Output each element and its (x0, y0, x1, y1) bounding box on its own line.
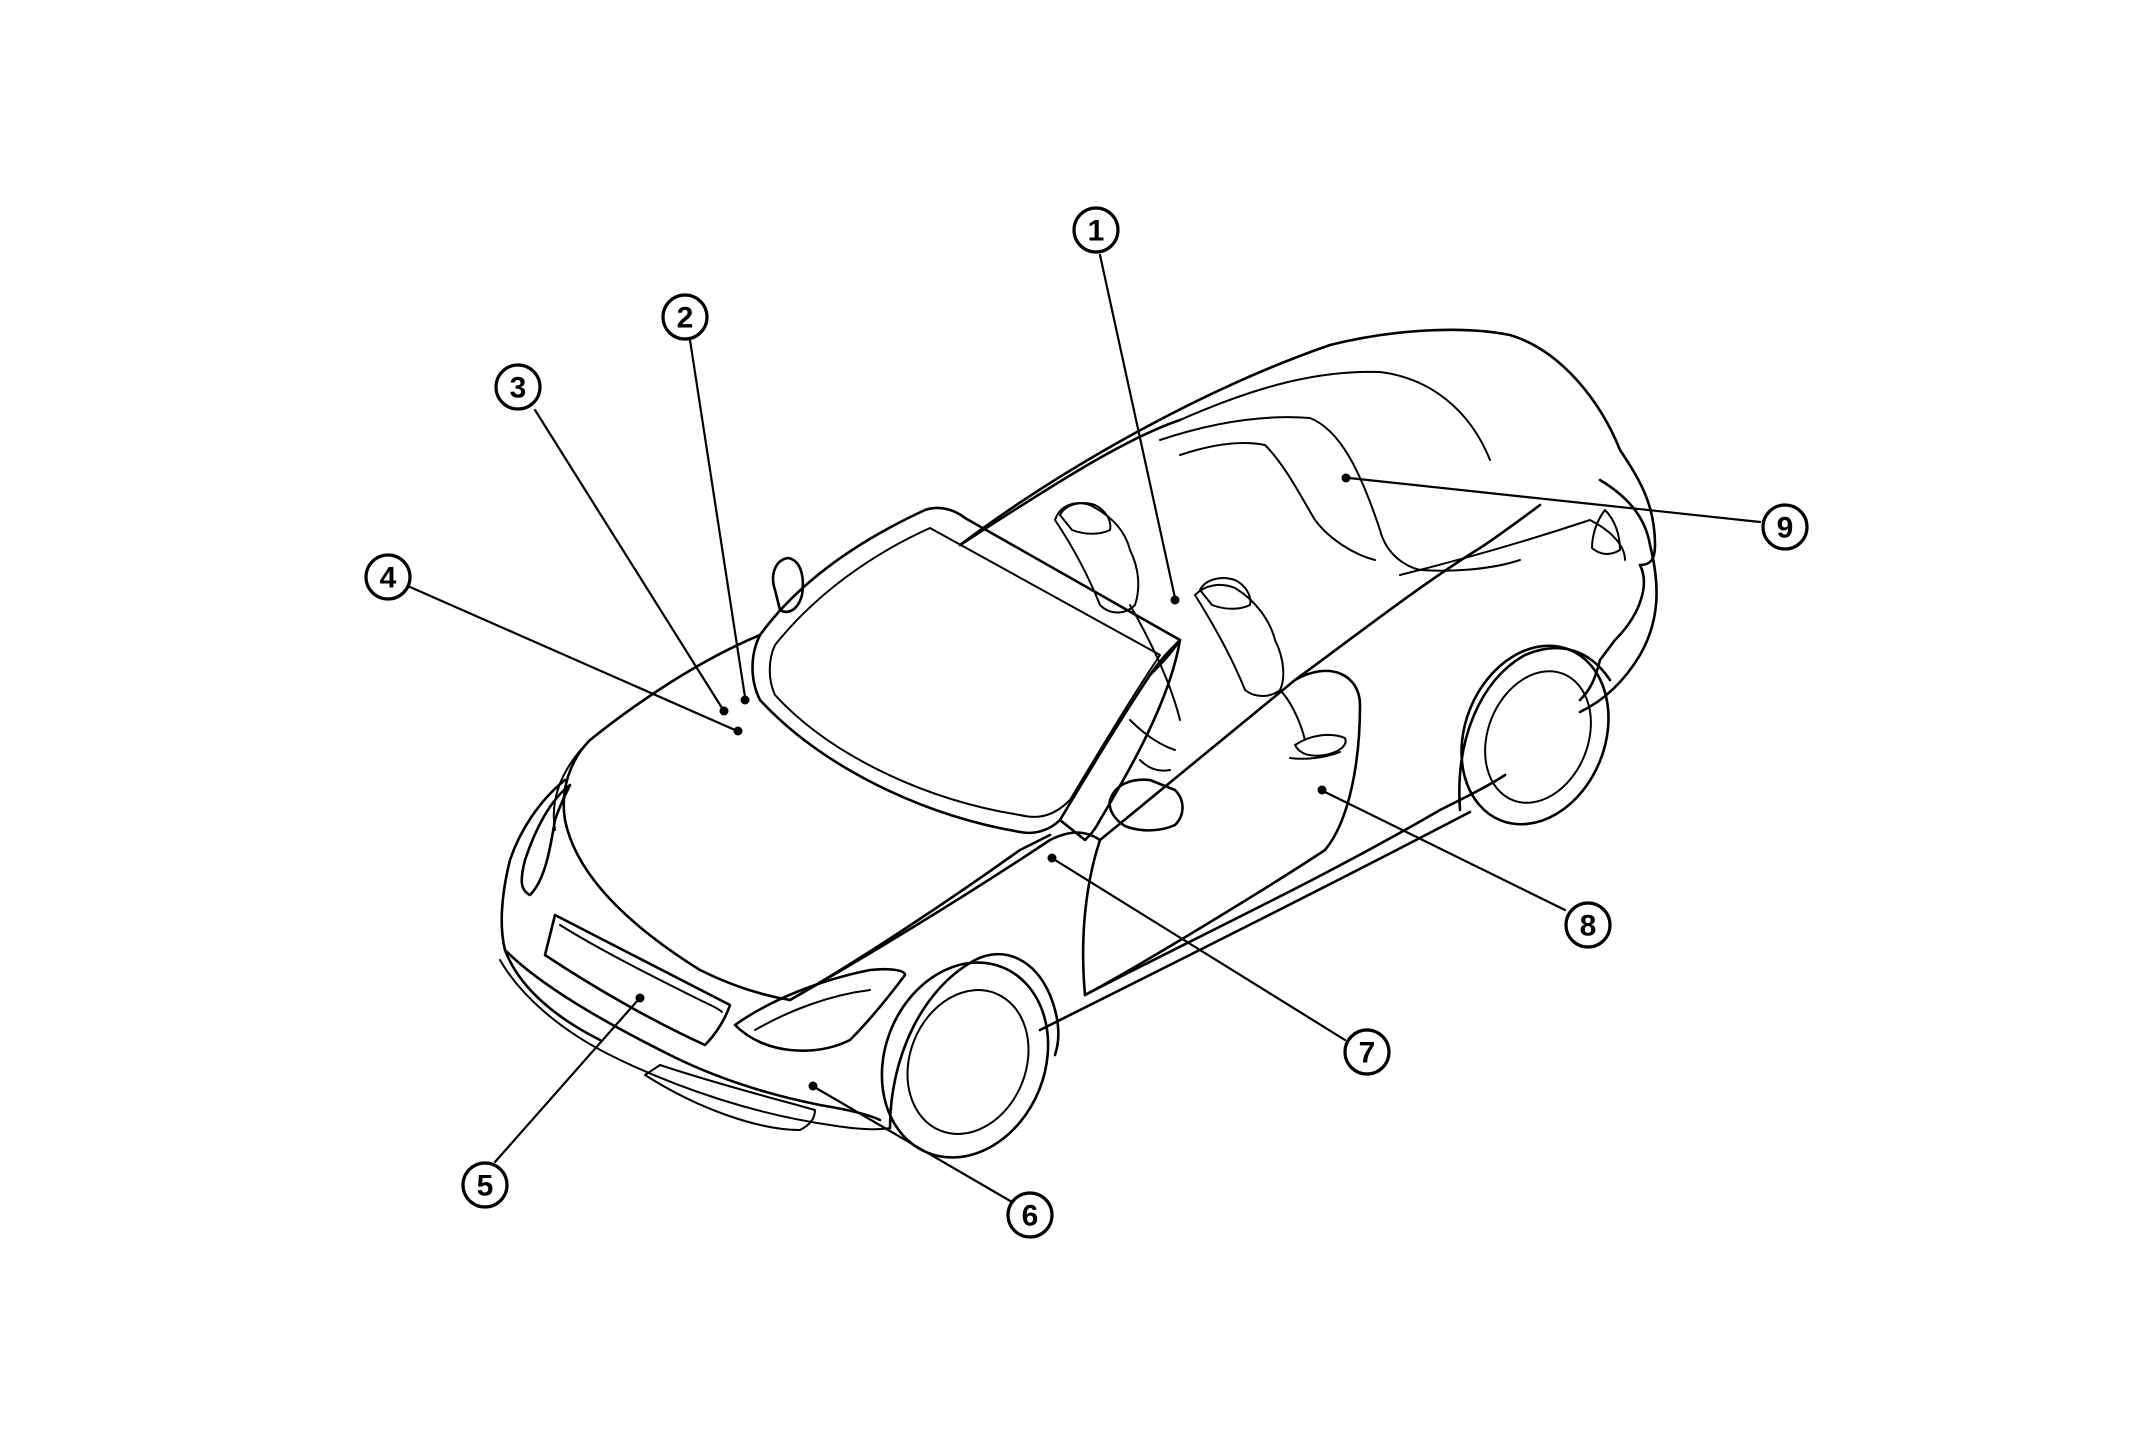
door-handle (1294, 733, 1347, 757)
callout-target-dot-3 (719, 706, 729, 716)
windshield-frame (751, 506, 1182, 835)
right-mirror (1108, 778, 1184, 832)
steering-area (1129, 719, 1176, 772)
rear-deck-outline (958, 328, 1657, 567)
grille (543, 913, 732, 1047)
callout-7: 7 (1343, 1028, 1391, 1076)
callout-label-1: 1 (1088, 215, 1105, 248)
callout-label-6: 6 (1022, 1200, 1039, 1233)
callout-1: 1 (1072, 206, 1120, 254)
front-intake (644, 1064, 816, 1131)
callout-2: 2 (661, 293, 709, 341)
callouts: 1 2 3 4 5 6 7 8 (364, 206, 1809, 1239)
door-handle-recess (1289, 751, 1341, 760)
callout-target-dot-4 (733, 726, 743, 736)
leader-line-3 (533, 408, 724, 710)
callout-target-dot-2 (740, 695, 750, 705)
trunk-edge (1399, 519, 1626, 576)
seat-base (1129, 604, 1306, 741)
callout-target-dot-6 (808, 1081, 818, 1091)
front-splitter (499, 959, 891, 1131)
callout-label-8: 8 (1580, 910, 1597, 943)
rocker-lower (1038, 810, 1472, 1032)
right-beltline (1293, 503, 1542, 682)
left-mirror (771, 556, 805, 614)
leader-line-4 (408, 585, 737, 732)
leader-lines (408, 253, 1762, 1204)
front-fender-top (788, 831, 1102, 1002)
a-pillar (1058, 638, 1182, 842)
callout-target-dot-9 (1341, 473, 1351, 483)
callout-5: 5 (461, 1161, 509, 1209)
callout-label-2: 2 (677, 302, 694, 335)
callout-target-dot-1 (1170, 595, 1180, 605)
leader-line-5 (493, 998, 640, 1164)
rear-bumper (1578, 478, 1658, 714)
front-lower-bumper (503, 948, 882, 1122)
callout-8: 8 (1564, 901, 1612, 949)
callout-label-4: 4 (380, 562, 397, 595)
tail-lamp (1591, 509, 1621, 555)
front-seat-right (1194, 583, 1285, 697)
tonneau-line (1159, 416, 1521, 572)
rear-wheel-rim (1484, 670, 1592, 804)
front-wheel-tire (880, 961, 1050, 1159)
door-outline (1081, 669, 1362, 997)
headrest-left (1059, 502, 1112, 535)
rear-deck-inner-line (1179, 370, 1491, 461)
headlamp-right-inner (754, 989, 871, 1031)
callout-label-7: 7 (1359, 1037, 1376, 1070)
hood-outline (562, 633, 1052, 1002)
callout-4: 4 (364, 553, 412, 601)
car-outline (499, 328, 1658, 1159)
rear-quarter (1578, 563, 1646, 702)
callout-label-9: 9 (1777, 512, 1794, 545)
rocker-panel (1083, 773, 1507, 997)
callout-label-3: 3 (510, 372, 527, 405)
leader-line-6 (814, 1086, 1014, 1204)
headrest-right (1199, 577, 1252, 610)
front-seat-left (1054, 502, 1140, 614)
rear-fender (1458, 646, 1612, 812)
callout-target-dot-5 (635, 993, 645, 1003)
leader-line-1 (1098, 253, 1177, 600)
front-left-edge (500, 778, 602, 1042)
leader-line-7 (1053, 858, 1347, 1042)
callout-9: 9 (1761, 503, 1809, 551)
headlamp-left (520, 783, 572, 897)
leader-line-8 (1323, 790, 1567, 912)
beltline (958, 418, 1182, 547)
front-wheel-rim (906, 989, 1030, 1135)
callout-6: 6 (1006, 1191, 1054, 1239)
leader-line-9 (1347, 476, 1762, 524)
leader-line-2 (688, 338, 747, 699)
callout-target-dot-7 (1047, 853, 1057, 863)
rear-seat-area (1179, 442, 1376, 561)
callout-label-5: 5 (477, 1170, 494, 1203)
callout-target-dot-8 (1317, 785, 1327, 795)
grille-inner (559, 924, 723, 1013)
windshield-glass (768, 527, 1161, 818)
front-fender (888, 952, 1060, 1130)
callout-3: 3 (494, 363, 542, 411)
